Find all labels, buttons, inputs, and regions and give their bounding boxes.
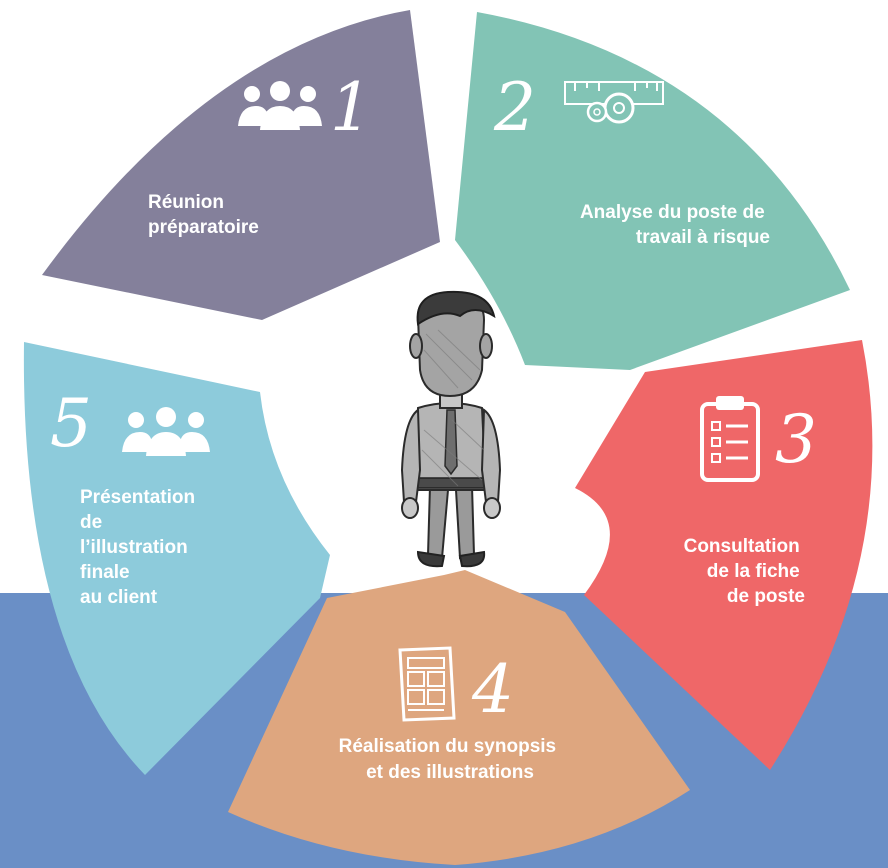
storyboard-document-icon	[398, 646, 456, 722]
group-of-people-icon-2	[122, 407, 210, 456]
segment-5: 5 Présentation de l’illustration finale …	[23, 342, 330, 775]
segment-4: 4 Réalisation du synopsis et des illustr…	[228, 570, 690, 865]
segment-2-wedge	[455, 12, 850, 370]
segment-3-number: 3	[775, 401, 817, 478]
segment-2-label: Analyse du poste de travail à risque	[580, 202, 770, 248]
ruler-gears-icon	[564, 81, 664, 124]
segment-5-wedge	[23, 342, 330, 775]
clipboard-checklist-icon	[700, 396, 760, 482]
segment-5-label: Présentation de l’illustration finale au…	[80, 487, 200, 608]
segment-1-wedge	[42, 10, 440, 320]
segment-1: 1 Réunion préparatoire	[42, 10, 440, 320]
segment-4-label: Réalisation du synopsis et des illustrat…	[339, 736, 562, 783]
segment-4-wedge	[228, 570, 690, 865]
segment-2-number: 2	[493, 69, 536, 146]
segment-3-label: Consultation de la fiche de poste	[684, 536, 805, 607]
segment-3-wedge	[575, 340, 873, 770]
segment-4-number: 4	[471, 651, 514, 728]
group-of-people-icon	[238, 81, 322, 130]
segment-2: 2 Analyse du poste de travail à risque	[455, 12, 850, 370]
sketched-businessman-icon	[400, 290, 502, 568]
segment-5-number: 5	[50, 385, 92, 462]
segment-3: 3 Consultation de la fiche de poste	[575, 340, 873, 770]
segment-1-label: Réunion préparatoire	[148, 192, 259, 238]
segment-1-number: 1	[330, 69, 372, 146]
